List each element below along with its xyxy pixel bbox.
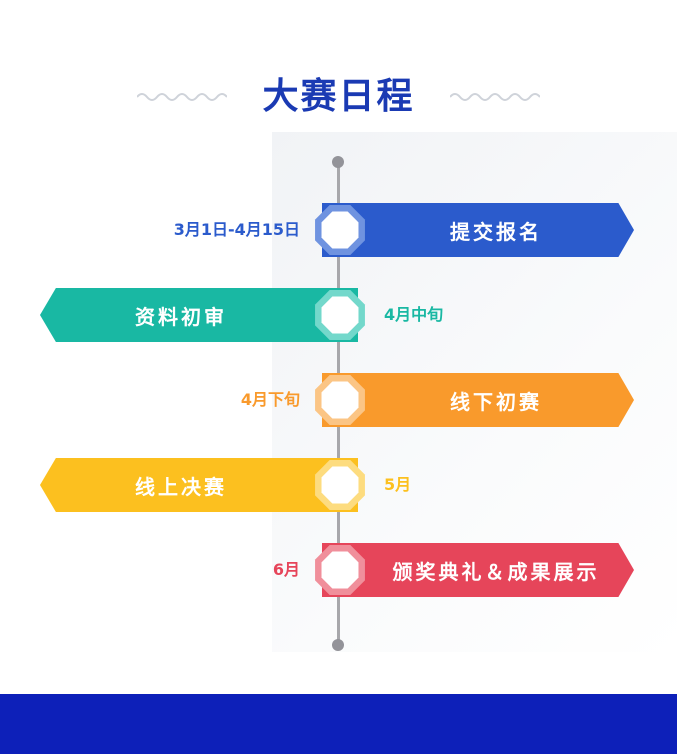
step-date: 3月1日-4月15日 [173, 220, 300, 239]
step-banner: 颁奖典礼＆成果展示 [322, 543, 634, 597]
timeline-end-dot [332, 639, 344, 651]
footer-bar [0, 694, 677, 754]
step-label: 线下初赛 [450, 389, 542, 414]
step-banner: 提交报名 [322, 203, 634, 257]
step-octagon-icon [315, 460, 365, 510]
octagon-center [321, 551, 359, 589]
step-label: 颁奖典礼＆成果展示 [392, 559, 600, 584]
octagon-center [321, 381, 359, 419]
step-banner: 资料初审 [40, 288, 358, 342]
timeline-step-3: 线下初赛 4月下旬 [0, 373, 677, 427]
step-date: 6月 [272, 560, 300, 579]
timeline-step-2: 资料初审 4月中旬 [0, 288, 677, 342]
wave-decoration-right [450, 93, 540, 101]
step-banner: 线上决赛 [40, 458, 358, 512]
step-octagon-icon [315, 375, 365, 425]
octagon-center [321, 211, 359, 249]
timeline-start-dot [332, 156, 344, 168]
octagon-center [321, 466, 359, 504]
step-octagon-icon [315, 290, 365, 340]
timeline-step-4: 线上决赛 5月 [0, 458, 677, 512]
page-title: 大赛日程 [262, 76, 415, 117]
step-banner: 线下初赛 [322, 373, 634, 427]
timeline-step-1: 提交报名 3月1日-4月15日 [0, 203, 677, 257]
octagon-center [321, 296, 359, 334]
step-octagon-icon [315, 205, 365, 255]
step-date: 5月 [384, 475, 412, 494]
wave-decoration-left [137, 93, 227, 101]
header: 大赛日程 [0, 70, 677, 126]
timeline-step-5: 颁奖典礼＆成果展示 6月 [0, 543, 677, 597]
step-label: 提交报名 [450, 219, 542, 244]
step-octagon-icon [315, 545, 365, 595]
step-label: 线上决赛 [135, 474, 227, 499]
step-date: 4月下旬 [240, 390, 300, 409]
step-label: 资料初审 [135, 304, 227, 329]
step-date: 4月中旬 [384, 305, 444, 324]
